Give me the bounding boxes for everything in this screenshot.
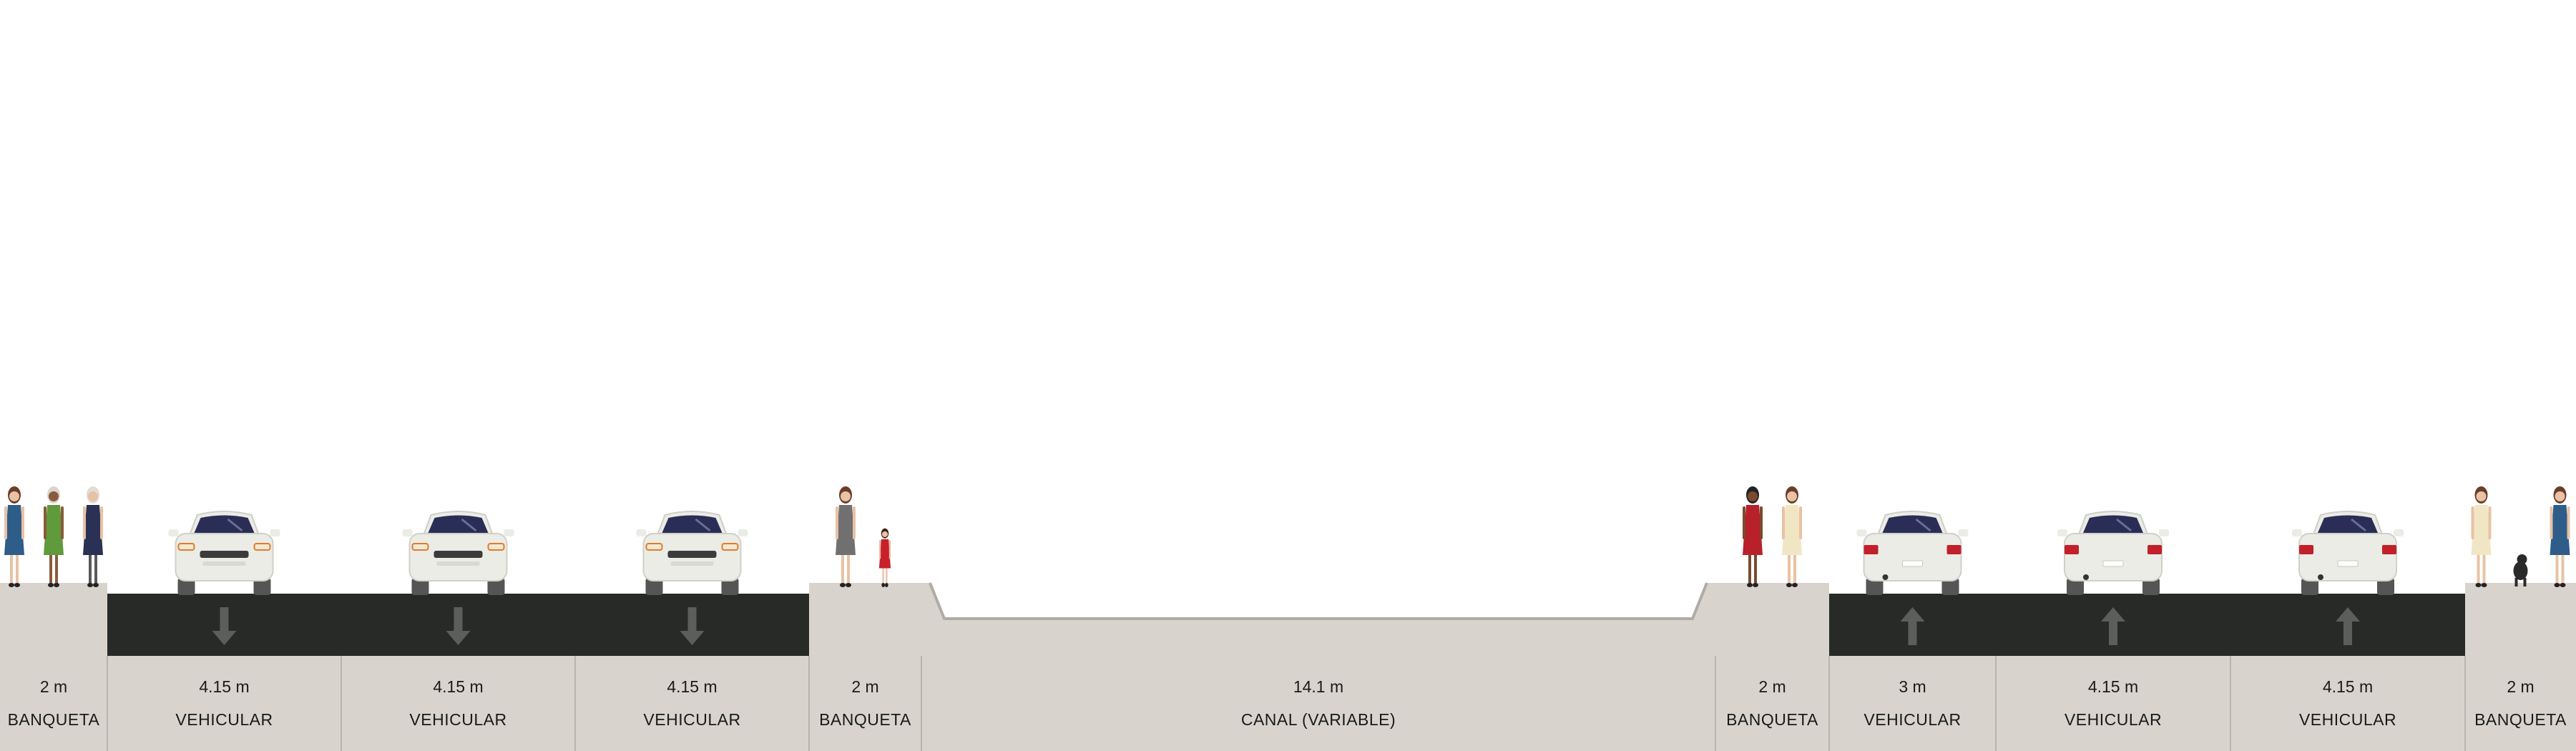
segment-name-label: BANQUETA <box>8 710 100 729</box>
canal-bed <box>921 583 1715 751</box>
segment-width-label: 4.15 m <box>433 677 483 696</box>
sidewalk-block <box>809 583 921 751</box>
segment-name-label: BANQUETA <box>819 710 911 729</box>
segment-width-label: 4.15 m <box>2088 677 2138 696</box>
segment-name-label: CANAL (VARIABLE) <box>1241 710 1396 729</box>
segment-name-label: VEHICULAR <box>2065 710 2162 729</box>
segment-width-label: 4.15 m <box>667 677 717 696</box>
segment-width-label: 4.15 m <box>2323 677 2373 696</box>
car-front-icon <box>636 511 748 595</box>
canal-edge-line <box>929 582 1708 620</box>
person-figure-icon <box>836 486 856 587</box>
person-figure-icon <box>2471 486 2492 587</box>
ground-layer <box>0 582 2576 751</box>
person-figure-icon <box>1743 486 1763 587</box>
person-figure-icon <box>1782 486 1802 587</box>
segment-width-label: 2 m <box>1758 677 1786 696</box>
arrow-up-icon <box>1900 607 1925 645</box>
arrow-down-icon <box>680 607 705 645</box>
lane-base <box>1829 656 1996 751</box>
segment-name-label: VEHICULAR <box>643 710 740 729</box>
segment-name-label: VEHICULAR <box>2299 710 2396 729</box>
lane-base <box>1996 656 2230 751</box>
segment-width-label: 2 m <box>2507 677 2534 696</box>
arrow-up-icon <box>2101 607 2125 645</box>
child-figure-icon <box>878 528 891 587</box>
lane-base <box>341 656 575 751</box>
arrow-down-icon <box>446 607 471 645</box>
person-figure-icon <box>2550 486 2570 587</box>
car-front-icon <box>402 511 514 595</box>
arrow-down-icon <box>212 607 237 645</box>
sidewalk-block <box>2465 583 2576 751</box>
person-figure-icon <box>83 486 103 587</box>
segment-name-label: BANQUETA <box>1726 710 1818 729</box>
car-front-icon <box>168 511 280 595</box>
segment-width-label: 2 m <box>851 677 878 696</box>
segment-width-label: 3 m <box>1899 677 1926 696</box>
lane-base <box>107 656 341 751</box>
person-figure-icon <box>44 486 64 587</box>
segment-width-label: 4.15 m <box>199 677 249 696</box>
label-layer: 2 m BANQUETA 4.15 m VEHICULAR 4.15 m VEHICULA… <box>8 677 2567 729</box>
figure-layer <box>4 486 2570 645</box>
person-figure-icon <box>4 486 24 587</box>
sidewalk-block <box>1715 583 1829 751</box>
car-rear-icon <box>2292 511 2404 595</box>
lane-base <box>575 656 809 751</box>
segment-name-label: VEHICULAR <box>409 710 506 729</box>
arrow-up-icon <box>2336 607 2360 645</box>
lane-base <box>2230 656 2465 751</box>
car-rear-icon <box>2057 511 2169 595</box>
dog-icon <box>2513 554 2528 586</box>
segment-width-label: 14.1 m <box>1293 677 1343 696</box>
segment-name-label: BANQUETA <box>2474 710 2567 729</box>
segment-width-label: 2 m <box>40 677 67 696</box>
car-rear-icon <box>1856 511 1969 595</box>
sidewalk-block <box>0 583 107 751</box>
segment-name-label: VEHICULAR <box>175 710 273 729</box>
segment-name-label: VEHICULAR <box>1864 710 1961 729</box>
